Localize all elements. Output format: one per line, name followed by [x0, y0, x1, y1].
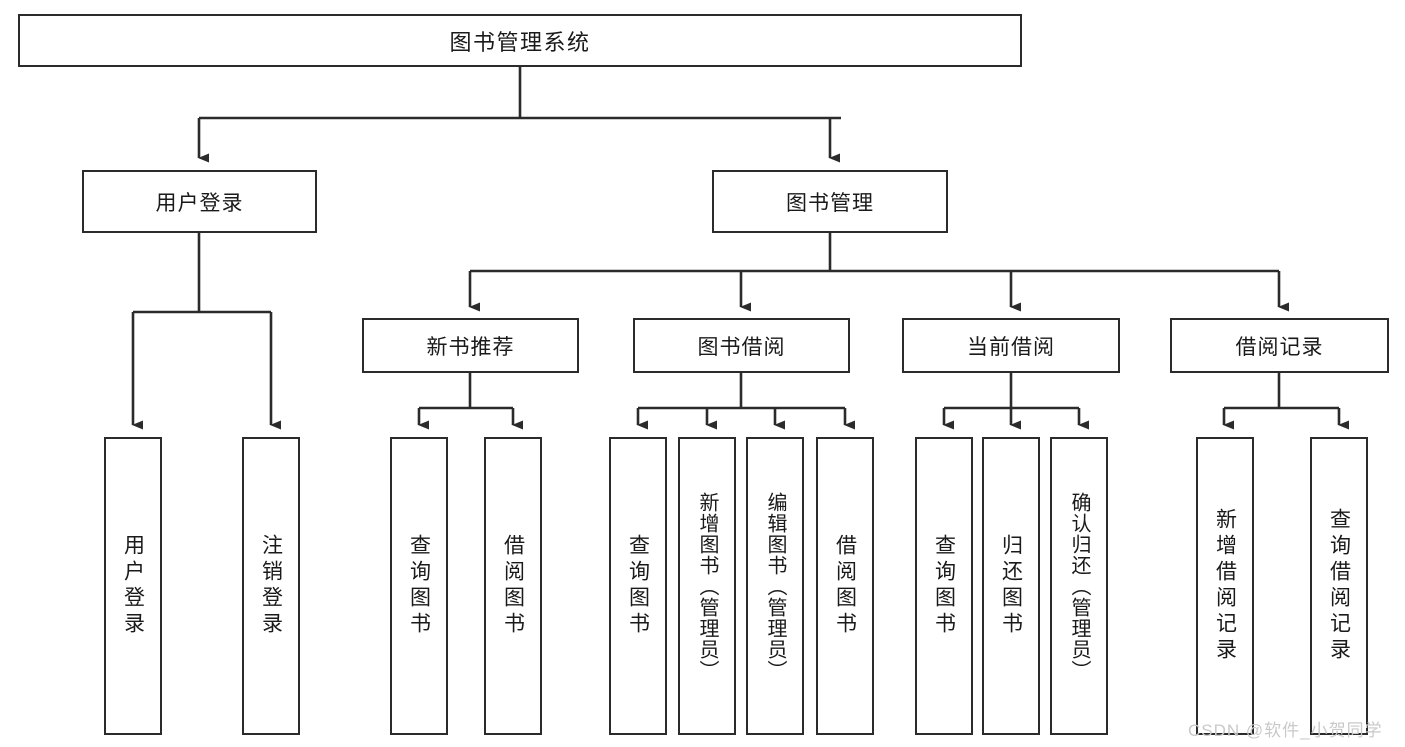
watermark-label: CSDN @软件_小贺同学 [1188, 721, 1383, 740]
node-label: 当前借阅 [967, 335, 1055, 359]
node-label: 查询图书 [626, 534, 650, 638]
node-current-borrow[interactable]: 当前借阅 [902, 318, 1120, 373]
node-label: 图书管理系统 [449, 29, 591, 55]
node-label: 用户登录 [121, 534, 145, 638]
leaf-user-login[interactable]: 用户登录 [104, 437, 162, 735]
node-book-borrow[interactable]: 图书借阅 [633, 318, 850, 373]
node-label: 查询图书 [407, 534, 431, 638]
leaf-return-book[interactable]: 归还图书 [982, 437, 1040, 735]
node-label: 图书管理 [786, 191, 874, 215]
node-label: 查询借阅记录 [1327, 508, 1351, 664]
leaf-query-book-new[interactable]: 查询图书 [390, 437, 448, 735]
node-label: 新书推荐 [426, 335, 515, 359]
node-label: 归还图书 [999, 534, 1023, 638]
node-label: 注销登录 [259, 534, 283, 638]
node-label: 新增图书（管理员） [696, 491, 718, 681]
node-label: 图书借阅 [697, 335, 786, 359]
node-label: 借阅记录 [1235, 335, 1324, 359]
node-new-book-recommend[interactable]: 新书推荐 [362, 318, 579, 373]
node-borrow-record[interactable]: 借阅记录 [1170, 318, 1389, 373]
leaf-borrow-book[interactable]: 借阅图书 [816, 437, 874, 735]
node-label: 确认归还（管理员） [1068, 491, 1090, 681]
node-label: 用户登录 [155, 191, 244, 215]
node-label: 借阅图书 [833, 534, 857, 638]
node-label: 借阅图书 [501, 534, 525, 638]
node-book-management[interactable]: 图书管理 [712, 170, 948, 233]
leaf-user-logout[interactable]: 注销登录 [242, 437, 300, 735]
leaf-query-book-current[interactable]: 查询图书 [915, 437, 973, 735]
leaf-confirm-return-admin[interactable]: 确认归还（管理员） [1050, 437, 1108, 735]
leaf-add-borrow-record[interactable]: 新增借阅记录 [1196, 437, 1254, 735]
node-user-login[interactable]: 用户登录 [82, 170, 317, 233]
node-label: 查询图书 [932, 534, 956, 638]
leaf-edit-book-admin[interactable]: 编辑图书（管理员） [746, 437, 804, 735]
node-root-system[interactable]: 图书管理系统 [18, 14, 1022, 67]
node-label: 编辑图书（管理员） [764, 491, 786, 681]
leaf-query-book[interactable]: 查询图书 [609, 437, 667, 735]
leaf-query-borrow-record[interactable]: 查询借阅记录 [1310, 437, 1368, 735]
leaf-add-book-admin[interactable]: 新增图书（管理员） [678, 437, 736, 735]
node-label: 新增借阅记录 [1213, 508, 1237, 664]
leaf-borrow-book-new[interactable]: 借阅图书 [484, 437, 542, 735]
